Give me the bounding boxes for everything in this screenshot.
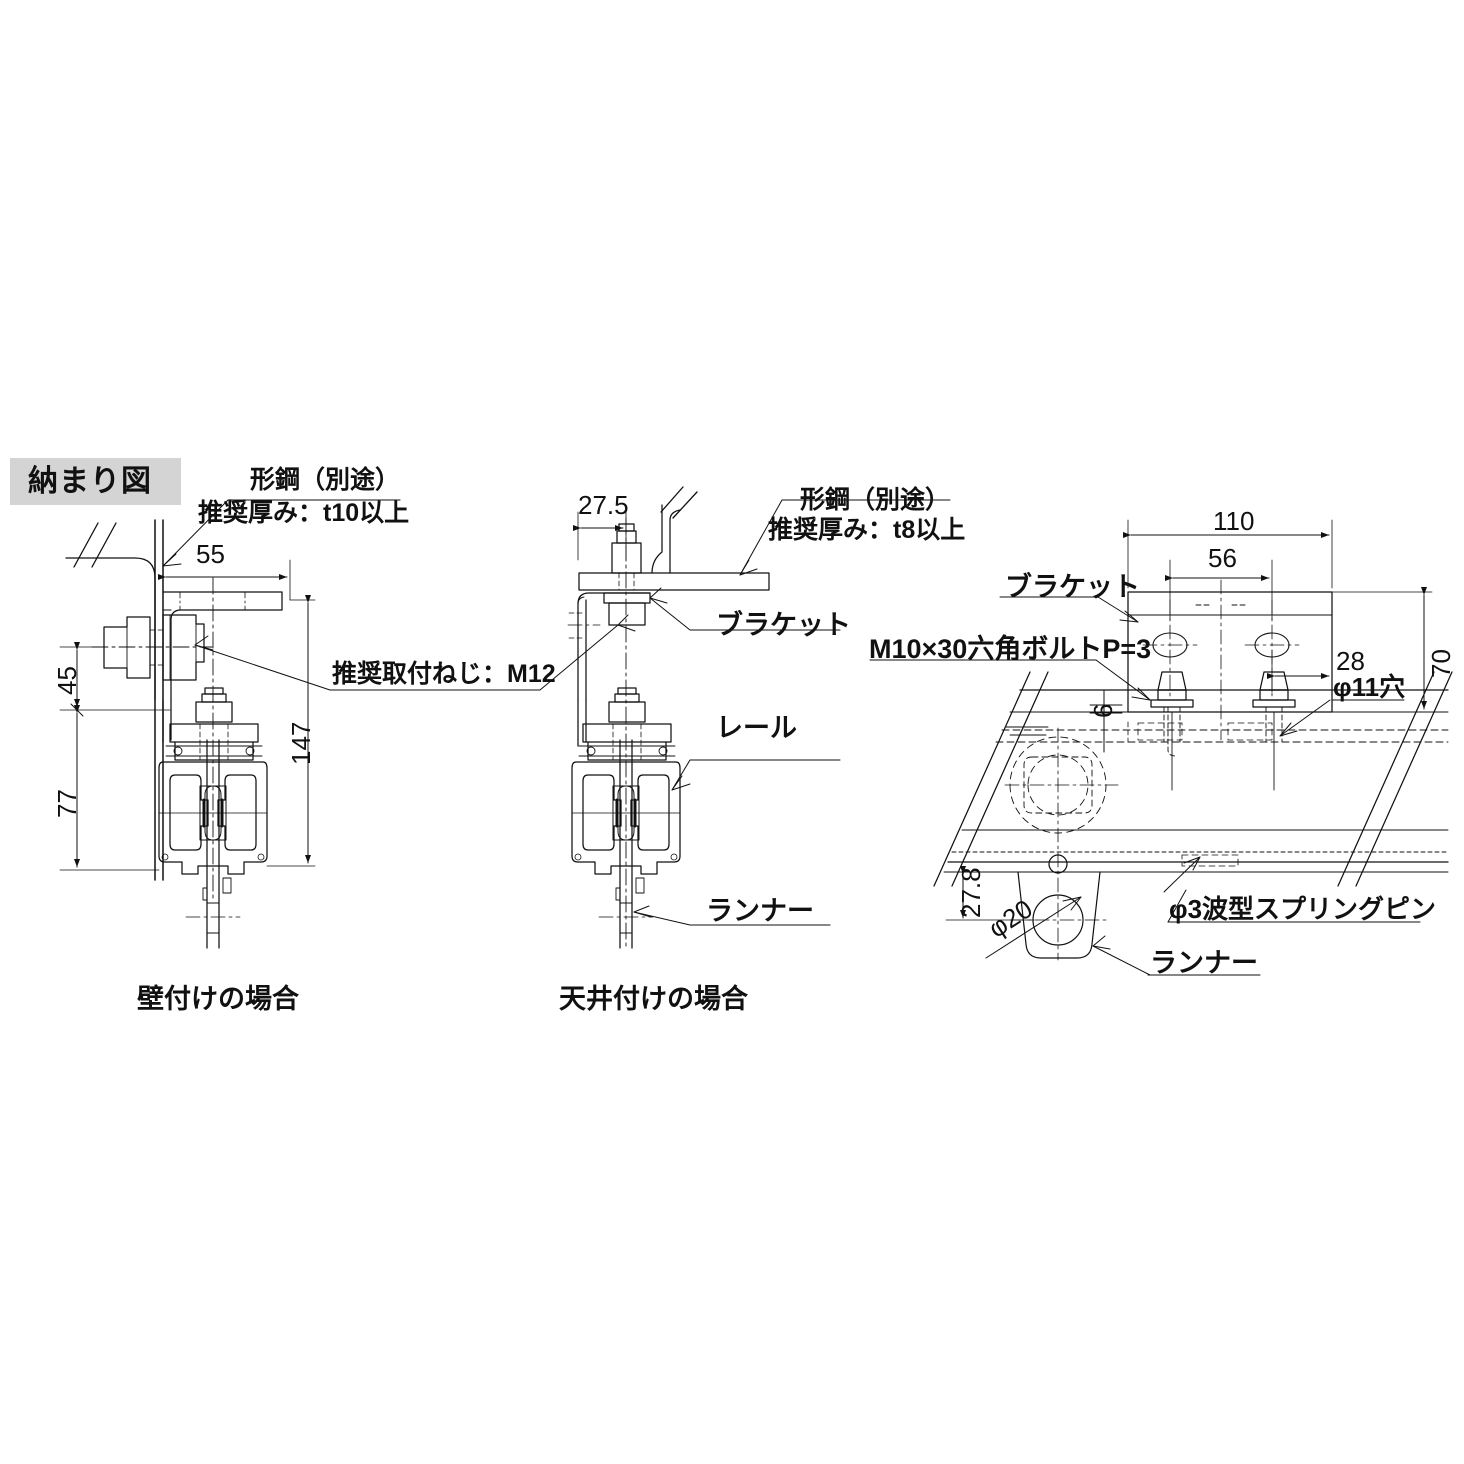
wall-dim-45: 45	[52, 666, 82, 695]
ceiling-view-caption: 天井付けの場合	[559, 984, 748, 1014]
section-title: 納まり図	[10, 458, 181, 505]
wall-steel-label-line1: 形鋼（別途）	[250, 466, 401, 494]
wall-dim-147: 147	[286, 721, 316, 765]
detail-dim-70: 70	[1426, 649, 1456, 678]
wall-steel-label-line2: 推奨厚み：t10以上	[198, 499, 410, 527]
ceiling-steel-label-line2: 推奨厚み：t8以上	[768, 516, 966, 544]
ceiling-dim-27-5: 27.5	[578, 490, 629, 520]
detail-dim-6: 6	[1088, 703, 1118, 718]
detail-dim-110: 110	[1213, 506, 1255, 536]
wall-screw-label: 推奨取付ねじ：M12	[332, 660, 556, 688]
detail-bracket-label: ブラケット	[1005, 572, 1140, 602]
wall-dim-77: 77	[52, 789, 82, 818]
detail-hole-label: φ11穴	[1333, 672, 1406, 702]
detail-dim-28: 28	[1336, 646, 1365, 676]
detail-bolt-label: M10×30六角ボルトP=3	[869, 634, 1152, 664]
ceiling-rail-label: レール	[716, 713, 797, 743]
ceiling-bracket-label: ブラケット	[716, 610, 851, 640]
wall-dim-55: 55	[196, 539, 225, 569]
detail-dim-56: 56	[1208, 543, 1237, 573]
detail-runner-label: ランナー	[1150, 948, 1258, 978]
wall-view-caption: 壁付けの場合	[137, 984, 299, 1014]
detail-dim-27-8: 27.8	[956, 867, 986, 918]
detail-spring-pin-label: φ3波型スプリングピン	[1169, 894, 1437, 924]
ceiling-steel-label-line1: 形鋼（別途）	[800, 486, 951, 514]
ceiling-runner-label: ランナー	[706, 896, 814, 926]
